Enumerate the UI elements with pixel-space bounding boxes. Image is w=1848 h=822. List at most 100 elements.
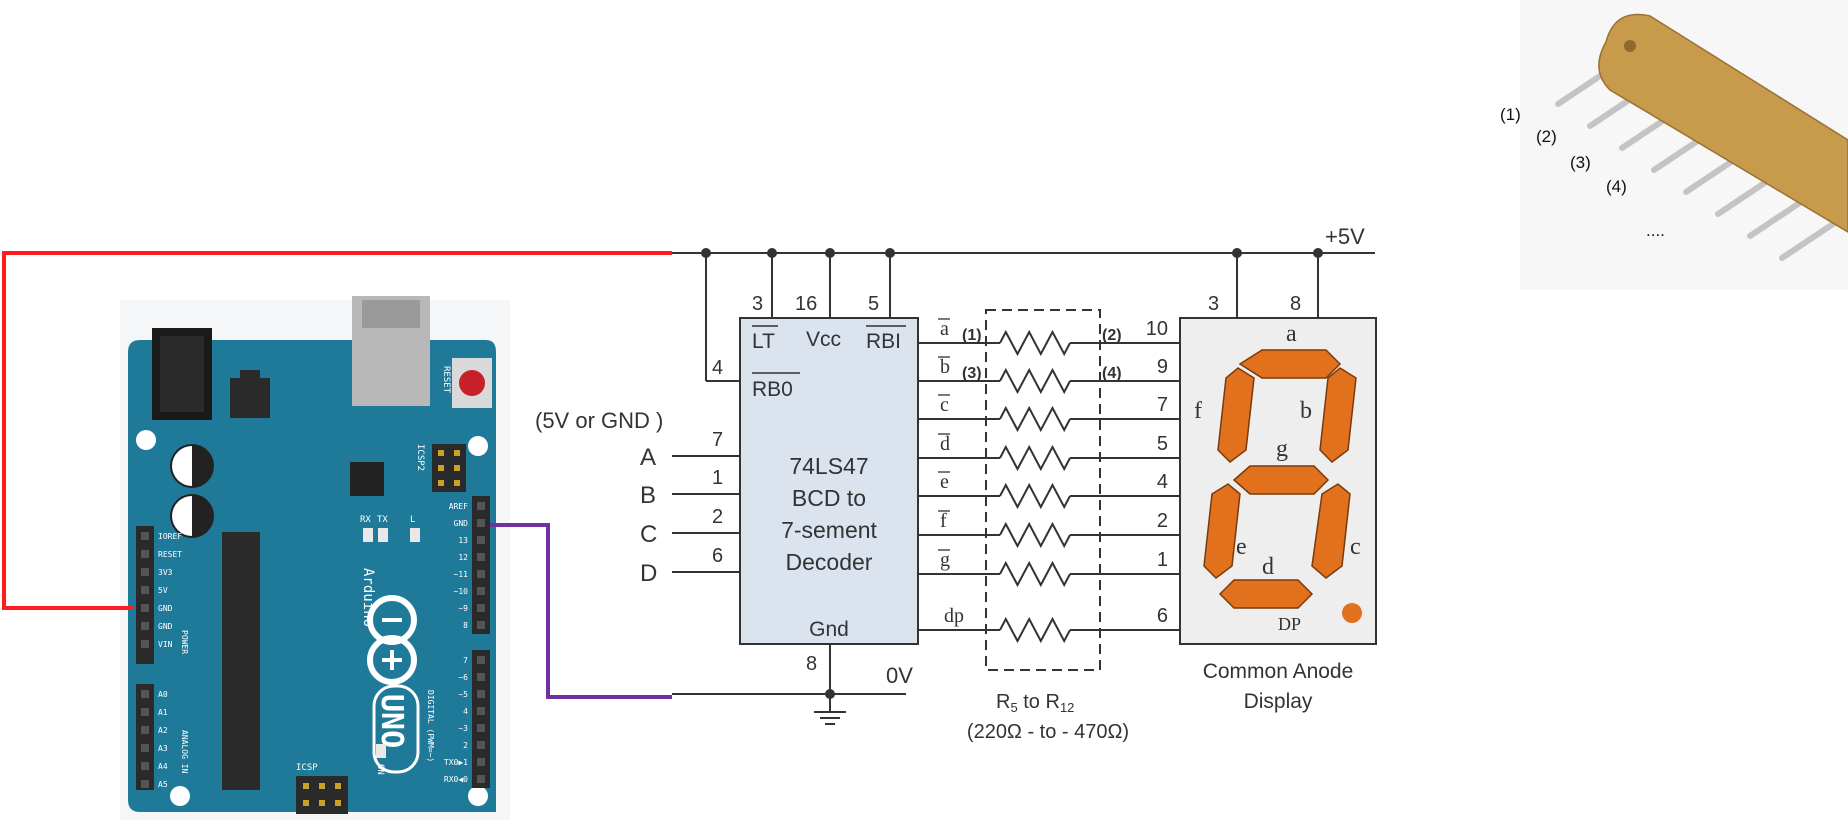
decoder-desc-line3: 7-sement xyxy=(781,517,877,543)
board-pcb xyxy=(128,340,496,812)
voltage-regulator xyxy=(230,378,270,418)
resistor-mark: (4) xyxy=(1102,365,1122,382)
header-pin xyxy=(477,536,485,544)
analog-header-title: ANALOG IN xyxy=(180,730,189,774)
segment-g xyxy=(1232,465,1330,495)
header-pin xyxy=(141,780,149,788)
digital-pin-label: 7 xyxy=(463,656,468,665)
power-pin-label: VIN xyxy=(158,640,173,649)
power-header-title: POWER xyxy=(180,630,189,654)
dp-label: DP xyxy=(1278,614,1301,634)
header-pin xyxy=(141,690,149,698)
segment-b xyxy=(1319,367,1357,463)
display-top-pin: 3 xyxy=(1208,293,1219,315)
display-pin: 7 xyxy=(1157,394,1168,416)
resistor-mark: (1) xyxy=(962,327,982,344)
digital-header-bottom xyxy=(472,650,490,788)
rbo-pin: 4 xyxy=(712,357,723,379)
power-pin-label: GND xyxy=(158,604,173,613)
decoder-desc-line2: BCD to xyxy=(792,485,866,511)
digital-pin-label: 2 xyxy=(463,741,468,750)
digital-pin-label: ~11 xyxy=(454,570,469,579)
digital-header-title: DIGITAL (PWM=~) xyxy=(426,690,435,762)
mounting-hole xyxy=(468,436,488,456)
icsp2-header xyxy=(432,444,466,492)
gnd-label: Gnd xyxy=(809,618,849,641)
on-led xyxy=(376,744,386,758)
header-pin xyxy=(477,656,485,664)
digital-pin-label: ~3 xyxy=(458,724,468,733)
header-pin xyxy=(141,586,149,594)
analog-header xyxy=(136,684,154,790)
digital-pin-label: AREF xyxy=(449,502,468,511)
decoder-desc-line4: Decoder xyxy=(786,549,873,575)
resistor-zigzag xyxy=(999,329,1071,357)
header-pin xyxy=(141,640,149,648)
digital-pin-label: TX0▶1 xyxy=(444,758,468,767)
header-pin xyxy=(141,532,149,540)
resistor-zigzag xyxy=(999,616,1071,644)
l-label: L xyxy=(410,515,415,525)
tx-led xyxy=(378,528,388,542)
arduino-uno-board: RESET ICSP2 RX TX L Ardu xyxy=(120,296,510,820)
tx-label: TX xyxy=(377,515,388,525)
resistor-network-photo: (1)(2)(3)(4).... xyxy=(1500,0,1848,290)
segment-d xyxy=(1218,579,1314,609)
output-label: d xyxy=(940,433,950,455)
display-pin: 10 xyxy=(1146,318,1168,340)
output-label: dp xyxy=(944,605,964,627)
segment-label: b xyxy=(1300,398,1312,424)
decoder-chip-name: 74LS47 xyxy=(789,453,868,479)
header-pin xyxy=(477,758,485,766)
gnd-pin: 8 xyxy=(806,653,817,675)
atmega-chip xyxy=(222,532,260,790)
resistor-zigzag xyxy=(999,482,1071,510)
power-pin-label: 3V3 xyxy=(158,568,173,577)
reset-label: RESET xyxy=(441,366,451,394)
input-pin: 2 xyxy=(712,506,723,528)
header-pin xyxy=(141,622,149,630)
arduino-logo-icon xyxy=(367,595,417,685)
input-label: C xyxy=(640,521,657,548)
wire-gnd xyxy=(490,523,672,699)
power-header xyxy=(136,526,154,664)
header-pin xyxy=(141,744,149,752)
header-pin xyxy=(477,519,485,527)
header-pin xyxy=(477,741,485,749)
header-pin xyxy=(141,604,149,612)
header-pin xyxy=(141,762,149,770)
rbo-label: RB0 xyxy=(752,378,793,401)
output-label: f xyxy=(940,510,947,532)
input-label: B xyxy=(640,482,656,509)
decimal-point xyxy=(1342,603,1362,623)
input-note: (5V or GND ) xyxy=(535,408,663,433)
display-pin: 9 xyxy=(1157,356,1168,378)
segment-label: g xyxy=(1276,436,1288,462)
segment-label: a xyxy=(1286,321,1297,347)
power-pin-label: 5V xyxy=(158,586,168,595)
header-pin xyxy=(477,707,485,715)
input-pin: 6 xyxy=(712,545,723,567)
resistor-title: R5 to R12 xyxy=(996,691,1074,715)
header-pin xyxy=(477,502,485,510)
header-pin xyxy=(141,568,149,576)
icsp-header xyxy=(296,776,348,814)
analog-pin-label: A5 xyxy=(158,780,168,789)
analog-pin-label: A3 xyxy=(158,744,168,753)
display-pin: 2 xyxy=(1157,510,1168,532)
segment-label: d xyxy=(1262,554,1274,580)
rx-label: RX xyxy=(360,515,371,525)
digital-pin-label: ~10 xyxy=(454,587,469,596)
header-pin xyxy=(477,690,485,698)
digital-pin-label: 13 xyxy=(458,536,468,545)
digital-pin-label: ~9 xyxy=(458,604,468,613)
display-pin: 6 xyxy=(1157,605,1168,627)
header-pin xyxy=(477,673,485,681)
uno-label: UNO xyxy=(374,694,409,748)
input-label: D xyxy=(640,560,657,587)
power-pin-label: IOREF xyxy=(158,532,182,541)
vplus-label: +5V xyxy=(1325,224,1365,249)
rx-led xyxy=(363,528,373,542)
display-pin: 4 xyxy=(1157,471,1168,493)
